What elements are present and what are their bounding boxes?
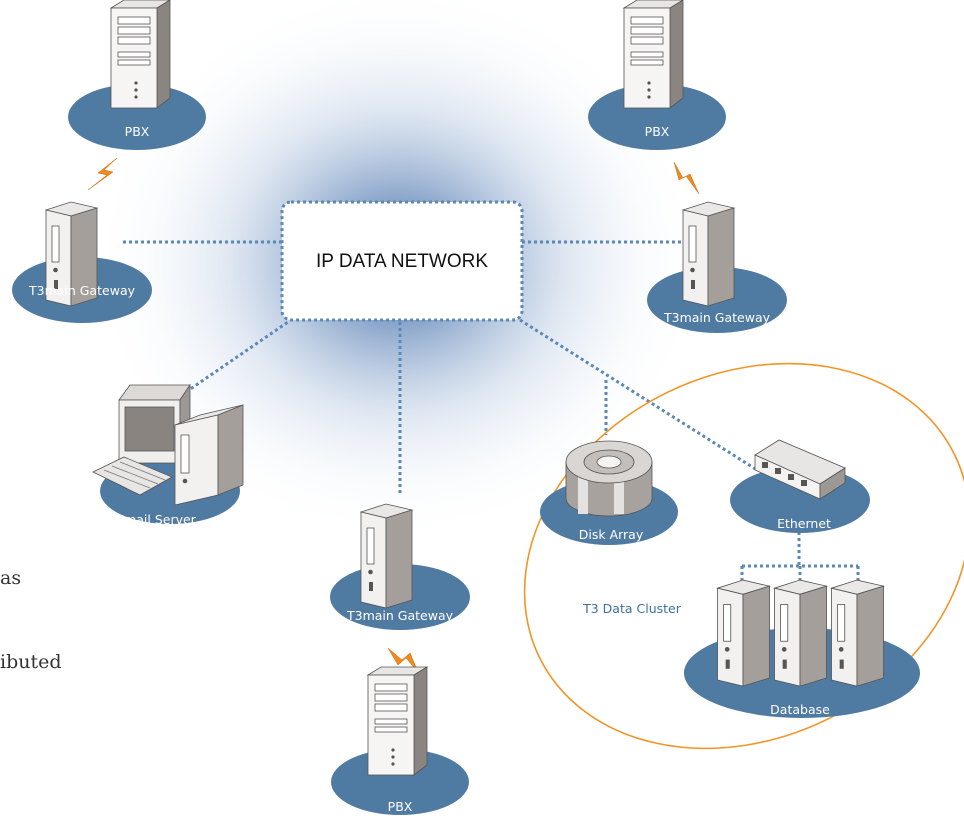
pbx-bottom-node: PBX <box>331 666 469 815</box>
ethernet-label: Ethernet <box>777 516 831 531</box>
database-server-icon <box>716 579 771 687</box>
pbx-icon <box>367 666 428 776</box>
disk-array-icon <box>565 440 653 517</box>
database-node: Database <box>684 579 920 718</box>
ethernet-node: Ethernet <box>730 439 870 533</box>
cluster-outline <box>523 362 964 750</box>
link-center-email <box>185 320 289 394</box>
gateway-bottom-node: T3main Gateway <box>330 503 470 630</box>
node-base <box>331 749 469 815</box>
database-server-icon <box>830 579 885 687</box>
edge-text-fragment: ibuted <box>0 651 62 673</box>
ethernet-switch-icon <box>754 439 846 500</box>
pbx-top-right-node: PBX <box>588 0 726 150</box>
pbx-icon <box>110 0 171 109</box>
email-server-label: Email Server <box>116 512 197 527</box>
node-base <box>68 84 206 150</box>
lightning-icon <box>87 157 118 191</box>
disk-array-label: Disk Array <box>579 527 644 542</box>
link-center-ethernet <box>519 318 758 472</box>
gateway-bottom-label: T3main Gateway <box>346 608 454 623</box>
cluster-label: T3 Data Cluster <box>582 601 682 616</box>
gateway-right-node: T3main Gateway <box>647 201 787 333</box>
gateway-left-label: T3main Gateway <box>28 283 136 298</box>
network-links <box>123 240 860 600</box>
workstation-icon <box>92 383 244 506</box>
disk-array-node: Disk Array <box>540 440 678 545</box>
ip-data-network-label: IP DATA NETWORK <box>316 251 488 272</box>
pbx-top-left-node: PBX <box>68 0 206 150</box>
email-server-node: Email Server <box>92 383 244 527</box>
database-label: Database <box>770 702 830 717</box>
lightning-icon <box>673 161 700 195</box>
ip-data-network-node: IP DATA NETWORK <box>280 200 524 322</box>
gateway-icon <box>360 503 413 609</box>
pbx-top-left-label: PBX <box>125 124 150 139</box>
gateway-icon <box>682 201 735 307</box>
gateway-right-label: T3main Gateway <box>663 310 771 325</box>
edge-text-fragment: as <box>0 567 21 589</box>
gateway-left-node: T3main Gateway <box>12 201 152 323</box>
database-server-icon <box>773 579 828 687</box>
node-base <box>588 84 726 150</box>
pbx-top-right-label: PBX <box>645 124 670 139</box>
pbx-icon <box>623 0 684 109</box>
pbx-bottom-label: PBX <box>388 799 413 814</box>
